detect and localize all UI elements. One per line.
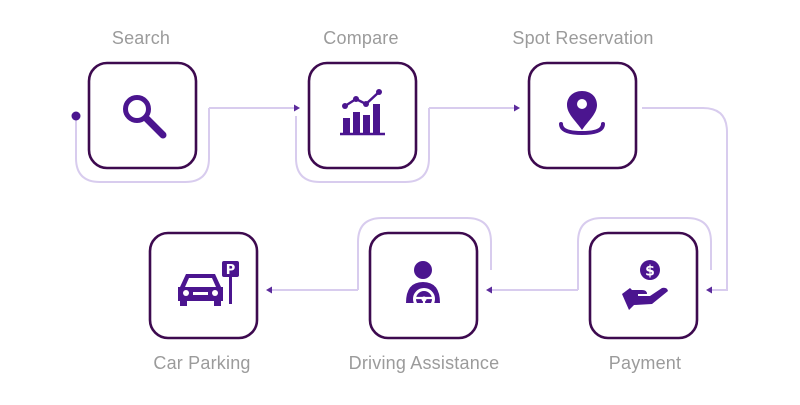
halo-compare <box>295 108 430 183</box>
start-dot <box>71 111 81 121</box>
arrowhead-to-parking <box>266 286 272 294</box>
arrowhead-to-compare <box>294 104 300 112</box>
arrowhead-to-driving <box>486 286 492 294</box>
step-label-driving-assistance: Driving Assistance <box>348 353 500 373</box>
step-label-search: Search <box>111 28 171 48</box>
halo-driving-assistance <box>357 217 492 290</box>
step-label-payment: Payment <box>608 353 682 373</box>
step-label-compare: Compare <box>323 28 399 48</box>
hand-coin-icon: $ <box>622 260 668 310</box>
car-parking-icon: P <box>178 261 239 306</box>
halo-spot-reservation <box>642 107 728 291</box>
step-label-spot-reservation: Spot Reservation <box>512 28 654 48</box>
step-box-search <box>87 61 198 170</box>
arrowhead-to-payment <box>706 286 712 294</box>
arrowhead-to-reservation <box>514 104 520 112</box>
bar-chart-icon <box>340 89 385 136</box>
step-box-compare <box>307 61 418 170</box>
svg-text:$: $ <box>645 264 655 280</box>
step-label-car-parking: Car Parking <box>153 353 251 373</box>
driver-steering-wheel-icon <box>406 261 440 310</box>
halo-payment <box>577 217 712 290</box>
step-box-payment <box>588 231 699 340</box>
halo-search <box>75 108 210 183</box>
map-pin-icon <box>559 91 605 136</box>
svg-text:P: P <box>226 263 236 278</box>
search-icon <box>123 95 167 139</box>
